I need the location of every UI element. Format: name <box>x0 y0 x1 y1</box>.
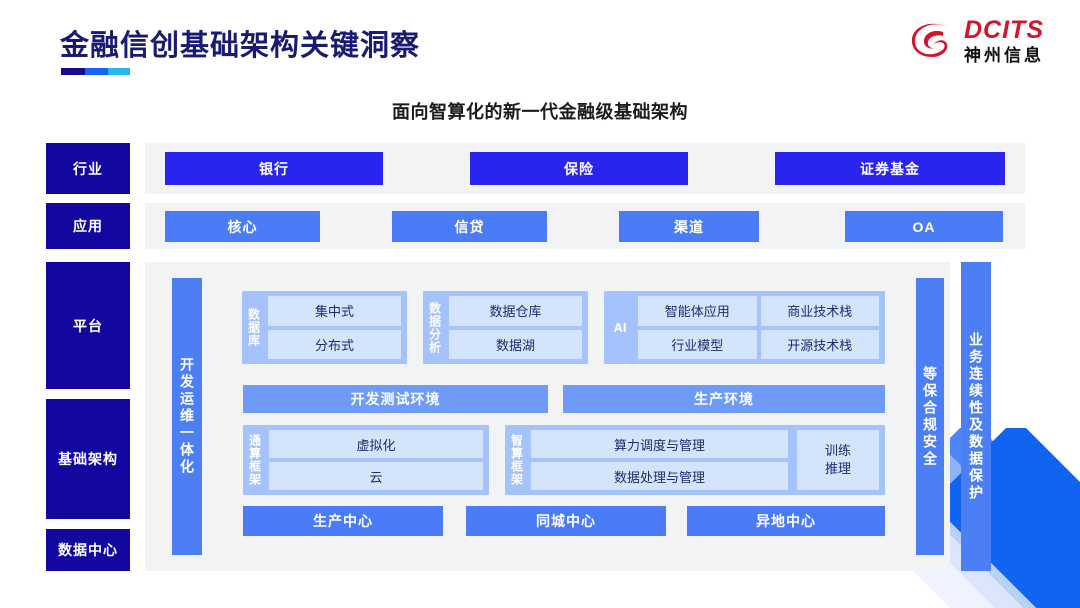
group-general-compute-label: 通算框架 <box>247 434 262 486</box>
cell-cloud[interactable]: 云 <box>269 462 483 490</box>
cell-compute-scheduling[interactable]: 算力调度与管理 <box>531 430 788 458</box>
cell-data-lake[interactable]: 数据湖 <box>449 329 582 359</box>
cell-industry-model[interactable]: 行业模型 <box>638 329 757 359</box>
industry-chip-insurance[interactable]: 保险 <box>470 152 688 185</box>
page-title: 金融信创基础架构关键洞察 <box>60 30 421 62</box>
group-smart-compute-framework: 智算框架 算力调度与管理 数据处理与管理 训练 推理 <box>505 425 885 495</box>
group-smart-compute-label: 智算框架 <box>509 434 524 486</box>
vertical-bar-compliance[interactable]: 等保合规安全 <box>916 278 944 555</box>
application-chip-core[interactable]: 核心 <box>165 211 320 242</box>
page-subtitle: 面向智算化的新一代金融级基础架构 <box>392 102 688 122</box>
env-bar-production[interactable]: 生产环境 <box>563 385 885 413</box>
env-bar-dev-test[interactable]: 开发测试环境 <box>243 385 548 413</box>
side-label-application: 应用 <box>46 203 130 249</box>
group-ai-label: AI <box>613 320 627 335</box>
cell-opensource-stack[interactable]: 开源技术栈 <box>760 329 879 359</box>
vertical-bar-continuity[interactable]: 业务连续性及数据保护 <box>961 262 991 571</box>
cell-distributed[interactable]: 分布式 <box>268 329 401 359</box>
group-data-analysis: 数据分析 数据仓库 数据湖 <box>423 291 588 364</box>
brand-logo: DCITS 神州信息 <box>910 18 1044 64</box>
industry-chip-securities[interactable]: 证券基金 <box>775 152 1005 185</box>
accent-segment-2 <box>85 68 108 75</box>
title-accent-bar <box>61 68 130 75</box>
logo-chinese: 神州信息 <box>964 46 1044 65</box>
side-label-infrastructure: 基础架构 <box>46 399 130 519</box>
group-ai: AI 智能体应用 商业技术栈 行业模型 开源技术栈 <box>604 291 885 364</box>
group-database-label: 数据库 <box>246 308 261 347</box>
datacenter-production[interactable]: 生产中心 <box>243 506 443 536</box>
vertical-bar-devops[interactable]: 开发运维一体化 <box>172 278 202 555</box>
cell-data-processing[interactable]: 数据处理与管理 <box>531 462 788 490</box>
industry-row-panel: 银行 保险 证券基金 <box>145 143 1025 194</box>
side-label-industry: 行业 <box>46 143 130 194</box>
datacenter-metro[interactable]: 同城中心 <box>466 506 666 536</box>
cell-train-infer[interactable]: 训练 推理 <box>797 430 879 490</box>
cell-infer-label: 推理 <box>824 461 851 476</box>
application-chip-credit[interactable]: 信贷 <box>392 211 547 242</box>
group-data-analysis-label: 数据分析 <box>427 301 442 354</box>
application-chip-channel[interactable]: 渠道 <box>619 211 759 242</box>
cell-train-label: 训练 <box>824 443 851 459</box>
cell-virtualization[interactable]: 虚拟化 <box>269 430 483 458</box>
cell-commercial-stack[interactable]: 商业技术栈 <box>760 296 879 326</box>
application-row-panel: 核心 信贷 渠道 OA <box>145 203 1025 249</box>
cell-agent-application[interactable]: 智能体应用 <box>638 296 757 326</box>
side-label-datacenter: 数据中心 <box>46 529 130 571</box>
group-database: 数据库 集中式 分布式 <box>242 291 407 364</box>
accent-segment-1 <box>61 68 85 75</box>
cell-centralized[interactable]: 集中式 <box>268 296 401 326</box>
group-general-compute-framework: 通算框架 虚拟化 云 <box>243 425 489 495</box>
logo-english: DCITS <box>964 16 1044 44</box>
side-label-platform: 平台 <box>46 262 130 389</box>
logo-wordmark: DCITS 神州信息 <box>964 16 1044 65</box>
datacenter-remote[interactable]: 异地中心 <box>687 506 885 536</box>
application-chip-oa[interactable]: OA <box>845 211 1003 242</box>
dcits-swirl-icon <box>910 18 956 64</box>
cell-data-warehouse[interactable]: 数据仓库 <box>449 296 582 326</box>
accent-segment-3 <box>108 68 130 75</box>
industry-chip-bank[interactable]: 银行 <box>165 152 383 185</box>
